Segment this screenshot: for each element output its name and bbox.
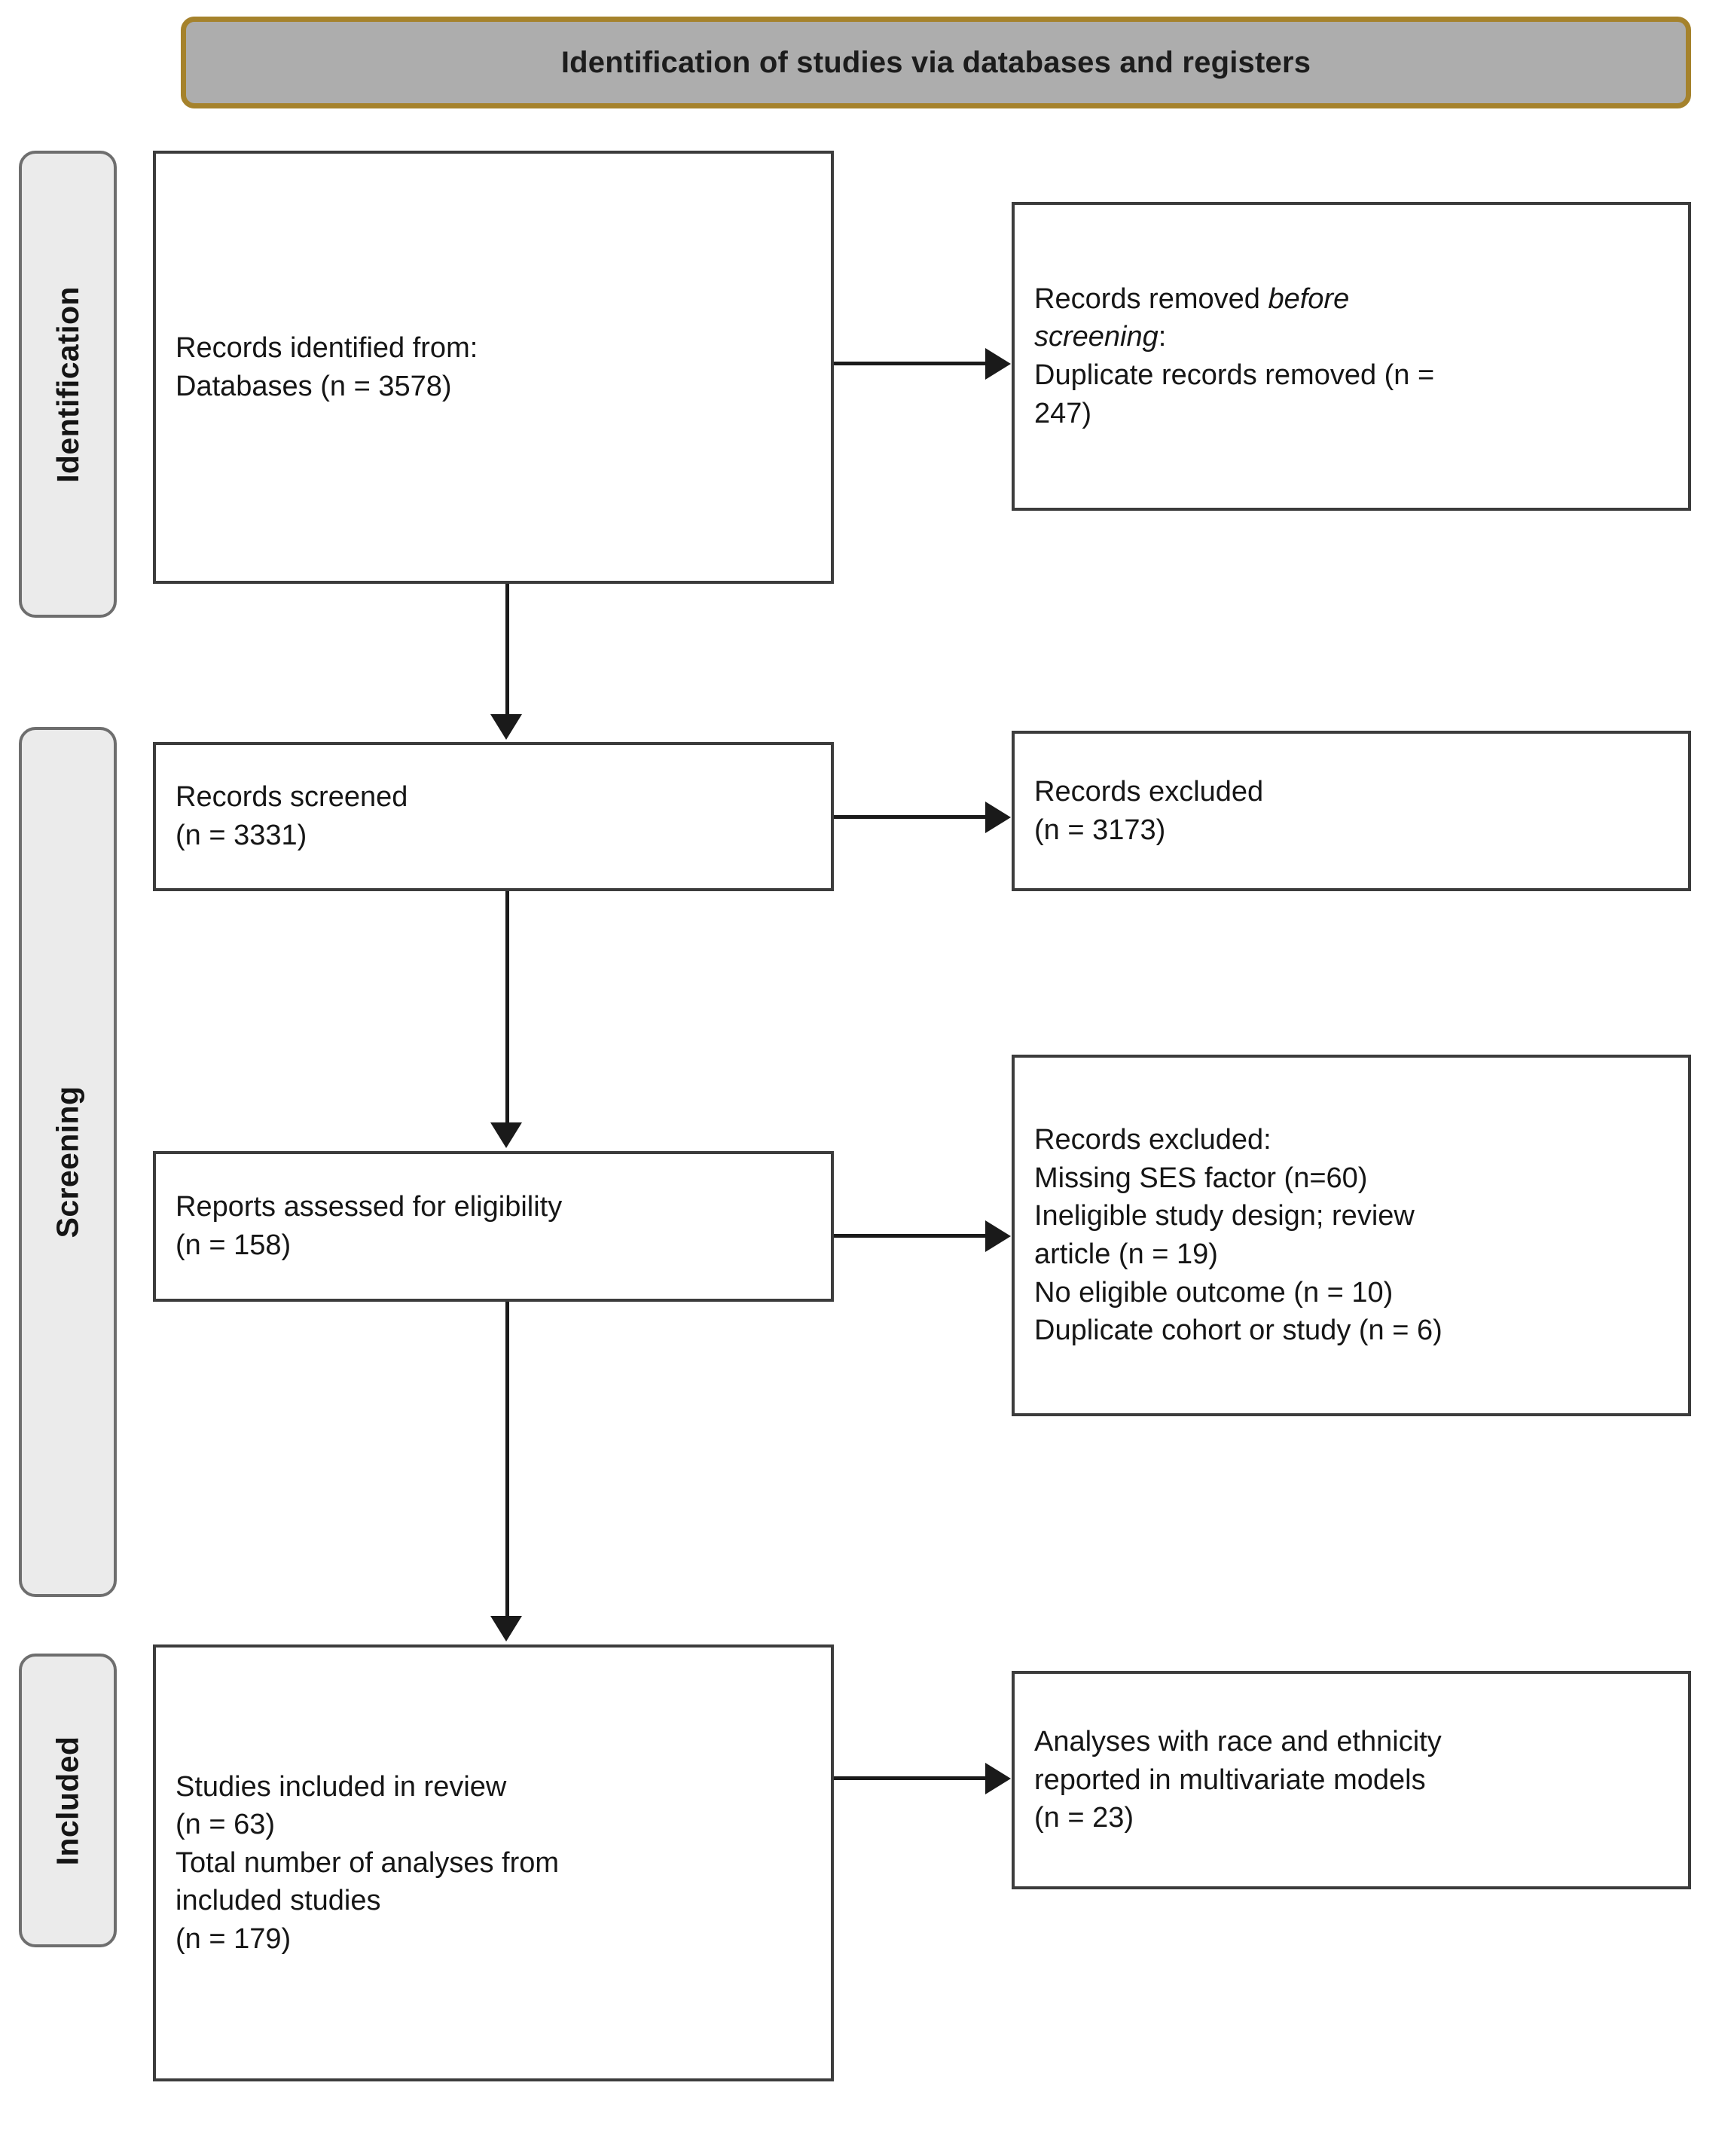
arrowhead-down-to-eligibility-icon (490, 1122, 522, 1148)
records-excluded-eligibility-line-6: Duplicate cohort or study (n = 6) (1034, 1315, 1442, 1347)
arrowhead-down-to-screened-icon (490, 714, 522, 740)
box-analyses-race-ethnicity: Analyses with race and ethnicity reporte… (1012, 1671, 1691, 1889)
arrowhead-right-to-removed-icon (985, 348, 1011, 380)
diagram-header-banner: Identification of studies via databases … (181, 17, 1691, 108)
records-identified-line-2: Databases (n = 3578) (176, 370, 452, 402)
analyses-line-3: (n = 23) (1034, 1802, 1134, 1834)
stage-label-screening: Screening (19, 727, 117, 1597)
records-identified-line-1: Records identified from: (176, 331, 478, 364)
studies-included-line-1: Studies included in review (176, 1770, 507, 1803)
arrowhead-right-to-excluded-eligibility-icon (985, 1220, 1011, 1252)
reports-assessed-line-1: Reports assessed for eligibility (176, 1191, 563, 1223)
records-removed-line-1-emphasis: before (1268, 282, 1350, 315)
box-records-screened: Records screened (n = 3331) (153, 742, 834, 891)
box-records-excluded-eligibility: Records excluded: Missing SES factor (n=… (1012, 1055, 1691, 1416)
studies-included-line-4: included studies (176, 1885, 381, 1917)
connector-eligibility-to-included (505, 1302, 509, 1618)
records-excluded-screening-line-1: Records excluded (1034, 775, 1264, 808)
records-screened-line-2: (n = 3331) (176, 820, 307, 851)
records-excluded-eligibility-line-1: Records excluded: (1034, 1124, 1271, 1156)
box-records-excluded-screening: Records excluded (n = 3173) (1012, 731, 1691, 891)
studies-included-line-3: Total number of analyses from (176, 1846, 560, 1879)
records-excluded-screening-line-2: (n = 3173) (1034, 814, 1166, 846)
records-removed-line-2: screening: (1034, 318, 1668, 356)
box-records-removed-text: Records removed before screening: Duplic… (1015, 280, 1688, 432)
records-excluded-eligibility-line-4: article (n = 19) (1034, 1238, 1218, 1270)
stage-label-included-text: Included (50, 1736, 85, 1865)
arrowhead-right-to-analyses-icon (985, 1763, 1011, 1794)
analyses-line-1: Analyses with race and ethnicity (1034, 1726, 1442, 1758)
records-screened-line-1: Records screened (176, 781, 408, 814)
box-reports-assessed-text: Reports assessed for eligibility (n = 15… (156, 1188, 831, 1264)
box-studies-included: Studies included in review (n = 63) Tota… (153, 1644, 834, 2081)
records-removed-line-2-emphasis: screening (1034, 321, 1159, 353)
stage-label-identification: Identification (19, 151, 117, 618)
analyses-line-2: reported in multivariate models (1034, 1764, 1426, 1796)
records-removed-line-4: 247) (1034, 397, 1092, 429)
records-excluded-eligibility-line-3: Ineligible study design; review (1034, 1200, 1415, 1232)
records-excluded-eligibility-line-2: Missing SES factor (n=60) (1034, 1162, 1368, 1194)
connector-included-to-analyses (834, 1776, 988, 1780)
box-records-identified-text: Records identified from: Databases (n = … (156, 329, 831, 405)
box-records-identified: Records identified from: Databases (n = … (153, 151, 834, 584)
reports-assessed-line-2: (n = 158) (176, 1229, 292, 1261)
box-studies-included-text: Studies included in review (n = 63) Tota… (156, 1768, 831, 1959)
connector-identified-to-removed (834, 362, 988, 365)
box-records-screened-text: Records screened (n = 3331) (156, 778, 831, 854)
diagram-title: Identification of studies via databases … (560, 45, 1311, 79)
records-removed-line-3: Duplicate records removed (n = (1034, 359, 1435, 391)
box-records-excluded-eligibility-text: Records excluded: Missing SES factor (n=… (1015, 1121, 1688, 1349)
connector-screened-to-eligibility (505, 891, 509, 1125)
arrowhead-down-to-included-icon (490, 1616, 522, 1641)
stage-label-screening-text: Screening (50, 1086, 85, 1238)
arrowhead-right-to-excluded-icon (985, 802, 1011, 833)
stage-label-included: Included (19, 1654, 117, 1947)
stage-label-identification-text: Identification (50, 286, 85, 483)
connector-identified-to-screened (505, 584, 509, 719)
box-analyses-race-ethnicity-text: Analyses with race and ethnicity reporte… (1015, 1723, 1688, 1837)
box-reports-assessed-eligibility: Reports assessed for eligibility (n = 15… (153, 1151, 834, 1302)
records-excluded-eligibility-line-5: No eligible outcome (n = 10) (1034, 1276, 1394, 1309)
records-removed-line-1-prefix: Records removed (1034, 282, 1268, 315)
studies-included-line-2: (n = 63) (176, 1809, 276, 1841)
box-records-removed-before-screening: Records removed before screening: Duplic… (1012, 202, 1691, 511)
records-removed-line-2-suffix: : (1158, 321, 1167, 353)
connector-eligibility-to-excluded (834, 1234, 988, 1238)
connector-screened-to-excluded (834, 815, 988, 819)
box-records-excluded-screening-text: Records excluded (n = 3173) (1015, 773, 1688, 849)
records-removed-line-1: Records removed before (1034, 280, 1668, 319)
studies-included-line-5: (n = 179) (176, 1922, 292, 1955)
